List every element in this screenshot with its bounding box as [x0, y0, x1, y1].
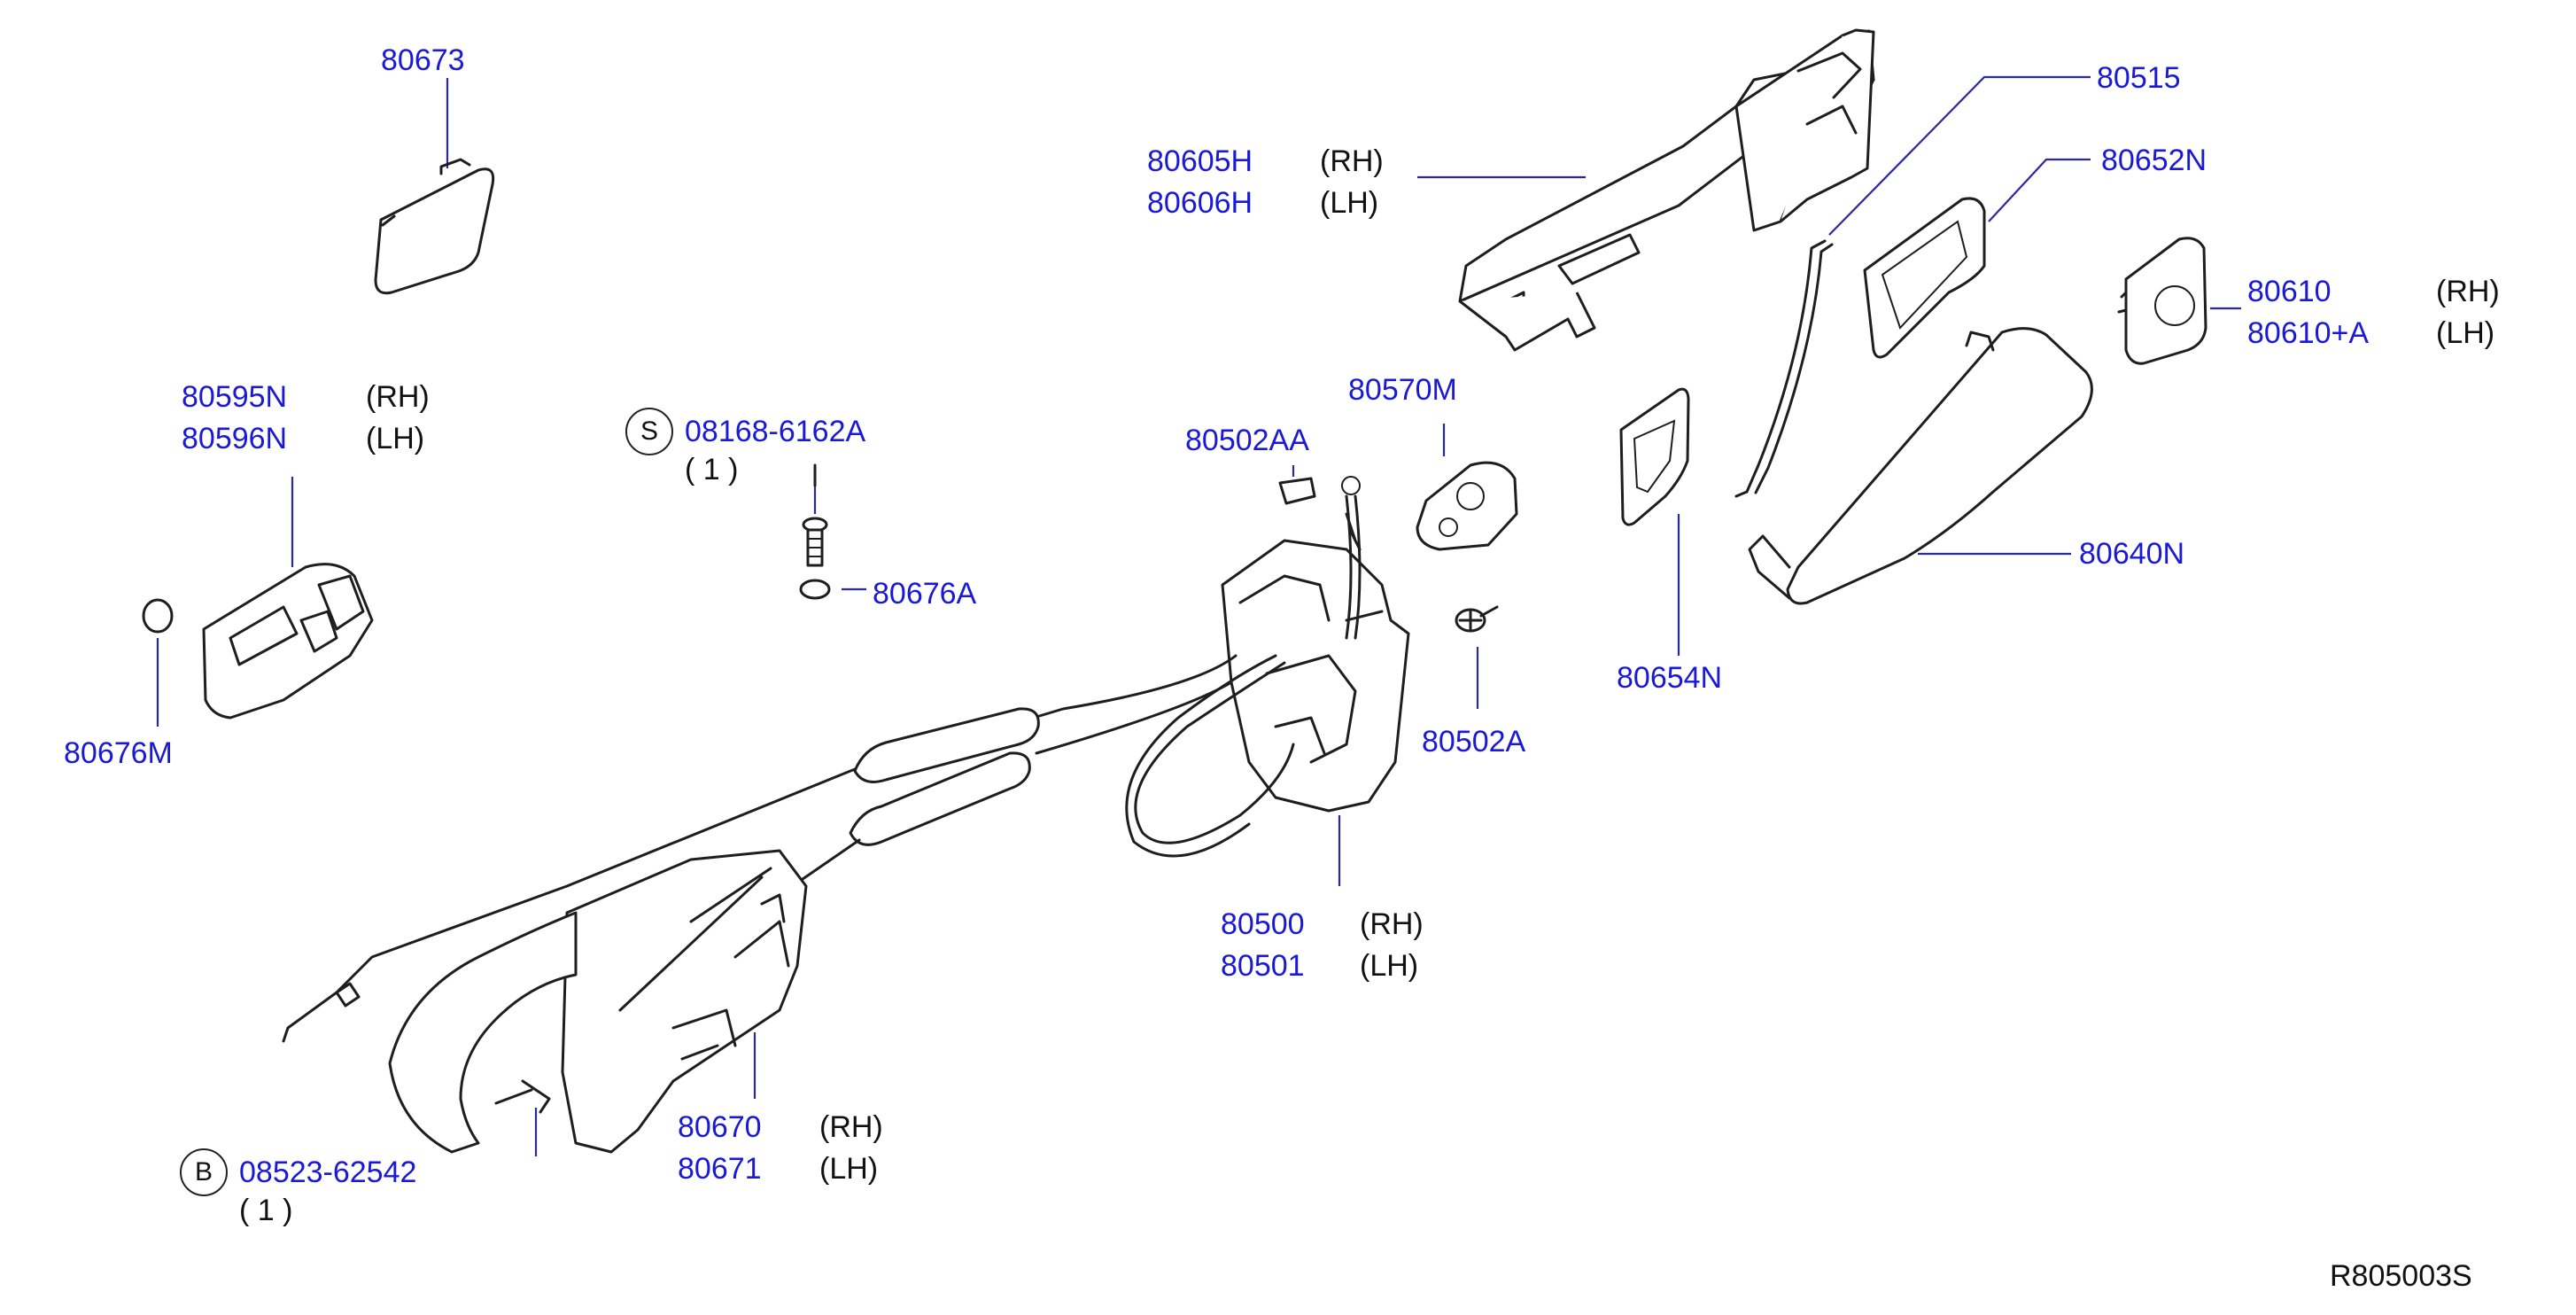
grommet-plug-part	[142, 598, 174, 634]
part-number-80610: 80610	[2247, 275, 2332, 308]
outside-handle-bracket-part	[1458, 28, 1875, 352]
inside-handle-part	[202, 563, 374, 720]
diagram-code: R805003S	[2330, 1259, 2472, 1293]
escutcheon-gasket-part	[1619, 387, 1690, 526]
part-number-80595n: 80595N	[182, 380, 288, 414]
part-number-80670: 80670	[678, 1110, 762, 1144]
marker-s-icon: S	[625, 408, 673, 455]
side-label-rh: (RH)	[819, 1110, 883, 1144]
door-handle-cap-part	[374, 158, 495, 295]
side-label-lh: (LH)	[1320, 186, 1379, 220]
part-number-80673: 80673	[381, 43, 465, 77]
quantity-label: ( 1 )	[239, 1194, 293, 1227]
side-label-lh: (LH)	[819, 1152, 879, 1186]
part-number-08523-62542: 08523-62542	[239, 1155, 417, 1189]
door-lock-actuator-part	[1125, 476, 1410, 858]
part-number-80502a: 80502A	[1422, 725, 1526, 759]
side-label-rh: (RH)	[1360, 907, 1424, 941]
marker-b-icon: B	[180, 1148, 228, 1196]
part-number-80610a: 80610+A	[2247, 316, 2370, 350]
part-number-80501: 80501	[1221, 949, 1305, 983]
striker-screws-part	[1278, 477, 1499, 633]
leader-lines	[156, 75, 2241, 1156]
part-number-80596n: 80596N	[182, 422, 288, 455]
side-label-lh: (LH)	[2436, 316, 2495, 350]
inside-lock-bracket-part	[388, 849, 808, 1154]
part-number-80605h: 80605H	[1147, 144, 1253, 178]
key-escutcheon-part	[2117, 237, 2207, 365]
part-number-80654n: 80654N	[1617, 661, 1723, 695]
part-number-08168-6162a: 08168-6162A	[685, 415, 866, 448]
side-label-rh: (RH)	[2436, 275, 2500, 308]
part-number-80676m: 80676M	[64, 736, 173, 770]
part-number-80502aa: 80502AA	[1185, 424, 1309, 457]
part-number-80652n: 80652N	[2101, 144, 2207, 177]
part-number-80606h: 80606H	[1147, 186, 1253, 220]
side-label-rh: (RH)	[366, 380, 430, 414]
part-number-80500: 80500	[1221, 907, 1305, 941]
part-number-80671: 80671	[678, 1152, 762, 1186]
part-number-80640n: 80640N	[2079, 537, 2185, 571]
lock-rod-part	[1734, 239, 1834, 498]
door-lock-cables-part	[282, 654, 1238, 1043]
side-label-lh: (LH)	[366, 422, 425, 455]
door-striker-part	[1416, 461, 1518, 551]
screw-and-washer-part	[799, 463, 831, 600]
part-number-80515: 80515	[2097, 61, 2181, 95]
part-number-80676a: 80676A	[873, 577, 977, 611]
side-label-lh: (LH)	[1360, 949, 1419, 983]
outside-handle-part	[1748, 327, 2093, 605]
part-number-80570m: 80570M	[1348, 373, 1457, 407]
handle-gasket-part	[1863, 197, 1986, 359]
side-label-rh: (RH)	[1320, 144, 1384, 178]
quantity-label: ( 1 )	[685, 453, 739, 486]
